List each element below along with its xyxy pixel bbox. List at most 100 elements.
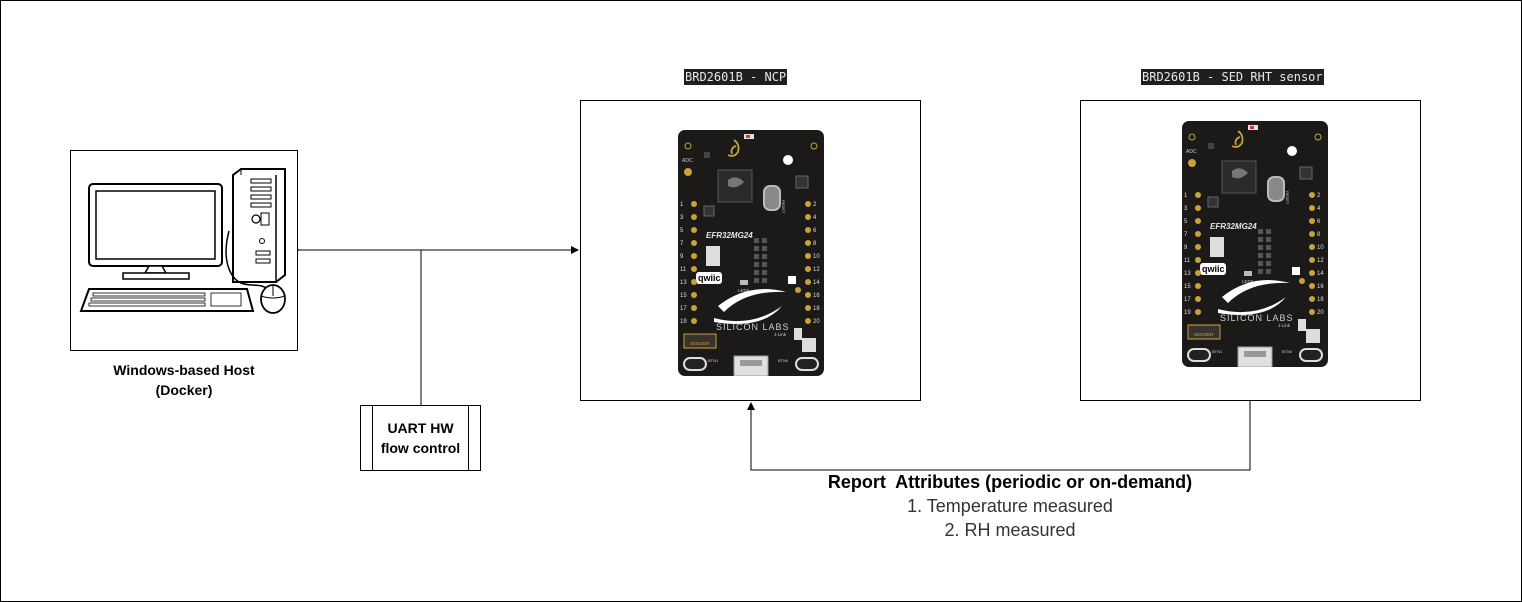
pin-pad-left <box>691 292 697 298</box>
jlink-label: J-Link <box>774 332 787 337</box>
pin-label-right: 8 <box>1317 232 1321 238</box>
pin-label-right: 16 <box>1317 284 1324 290</box>
pin-label-right: 12 <box>813 267 820 273</box>
qwiic-label: qwiic <box>698 273 721 283</box>
pin-label-left: 11 <box>680 267 687 273</box>
pin-pad-right <box>1309 192 1315 198</box>
pin-pad-left <box>691 227 697 233</box>
reset-button <box>763 185 781 211</box>
pin-label-right: 16 <box>813 293 820 299</box>
pin-pad-right <box>805 305 811 311</box>
pin-label-right: 20 <box>813 319 820 325</box>
header-pin <box>754 270 759 275</box>
pin-label-right: 10 <box>813 254 820 260</box>
silicon-labs-swoosh-top <box>1222 280 1290 303</box>
sma-pad <box>684 168 692 176</box>
header-pin <box>1266 253 1271 258</box>
report-title: Report Attributes (periodic or on-demand… <box>827 472 1193 492</box>
header-pin <box>754 278 759 283</box>
pin-pad-left <box>1195 218 1201 224</box>
header-pin <box>1258 261 1263 266</box>
usb-port <box>740 360 762 366</box>
pin-pad-left <box>1195 257 1201 263</box>
segger-label: SEGGER <box>1194 332 1214 337</box>
pin-pad-left <box>691 266 697 272</box>
brand-label: SILICON LABS <box>716 322 790 332</box>
host-label-line2: (Docker) <box>155 382 213 398</box>
part-a <box>1208 143 1214 149</box>
pin-label-left: 5 <box>680 228 684 234</box>
pin-label-right: 2 <box>1317 193 1321 199</box>
pin-label-right: 6 <box>1317 219 1321 225</box>
pin-label-left: 15 <box>680 293 687 299</box>
pin-label-right: 14 <box>1317 271 1324 277</box>
pin-label-left: 1 <box>1184 193 1188 199</box>
main-chip <box>717 169 753 203</box>
pin-label-left: 9 <box>680 254 684 260</box>
brand-label: SILICON LABS <box>1220 313 1294 323</box>
header-pin <box>754 238 759 243</box>
mic-left-icon <box>1188 133 1196 141</box>
pin-pad-right <box>1309 231 1315 237</box>
pin-pad-right <box>805 318 811 324</box>
header-pin <box>1266 237 1271 242</box>
btn1-label: BTN1 <box>1212 349 1223 354</box>
reset-label: RESET <box>781 200 786 214</box>
pin-label-left: 5 <box>1184 219 1188 225</box>
pin-label-left: 19 <box>680 319 687 325</box>
pin-pad-left <box>1195 270 1201 276</box>
pin-pad-left <box>691 318 697 324</box>
header-pin <box>1266 261 1271 266</box>
header-pin <box>1266 229 1271 234</box>
mic-right-icon <box>810 142 818 150</box>
uart-label: UART HW flow control <box>361 418 480 458</box>
uart-label-line1: UART HW <box>387 420 454 436</box>
report-path <box>747 401 1251 471</box>
sensor-chip <box>802 338 816 352</box>
chip-logo <box>1232 168 1248 179</box>
led0-label: LED0 <box>738 288 750 293</box>
pin-pad-left <box>1195 309 1201 315</box>
board-logo-icon <box>1231 130 1244 148</box>
qwiic-badge <box>696 272 722 284</box>
pin-label-left: 13 <box>680 280 687 286</box>
qwiic-badge <box>1200 263 1226 275</box>
pin-label-right: 18 <box>1317 297 1324 303</box>
pin-label-left: 15 <box>1184 284 1191 290</box>
pin-label-left: 19 <box>1184 310 1191 316</box>
pin-label-left: 7 <box>680 241 684 247</box>
header-pin <box>754 254 759 259</box>
pin-pad-left <box>1195 231 1201 237</box>
report-item-rh: 2. RH measured <box>944 520 1076 540</box>
header-pin <box>1258 245 1263 250</box>
sensor-chip <box>1306 329 1320 343</box>
jlink-led <box>794 328 802 340</box>
pin-label-left: 17 <box>1184 297 1191 303</box>
part-c <box>1207 196 1219 208</box>
desktop-computer-icon <box>79 168 286 314</box>
pin-label-right: 14 <box>813 280 820 286</box>
pin-pad-left <box>691 253 697 259</box>
board-top-connector-dot <box>1250 126 1254 129</box>
header-pin <box>1258 269 1263 274</box>
uart-box: UART HW flow control <box>360 405 481 471</box>
pin-pad-left <box>691 305 697 311</box>
reset-label: RESET <box>1285 191 1290 205</box>
pin-pad-right <box>805 240 811 246</box>
mount-hole <box>1287 146 1297 156</box>
part-b <box>1299 166 1313 180</box>
pin-pad-right <box>805 266 811 272</box>
header-pin <box>754 246 759 251</box>
led0 <box>1244 271 1252 276</box>
pin-label-left: 3 <box>1184 206 1188 212</box>
pin-label-right: 2 <box>813 202 817 208</box>
pin-pad-right <box>805 201 811 207</box>
btn1-button <box>1187 348 1211 362</box>
btn0-label: BTN0 <box>1282 349 1293 354</box>
pin-label-right: 4 <box>1317 206 1321 212</box>
pin-label-right: 4 <box>813 215 817 221</box>
sun-icon <box>1299 278 1305 284</box>
board-logo-icon <box>727 139 740 157</box>
